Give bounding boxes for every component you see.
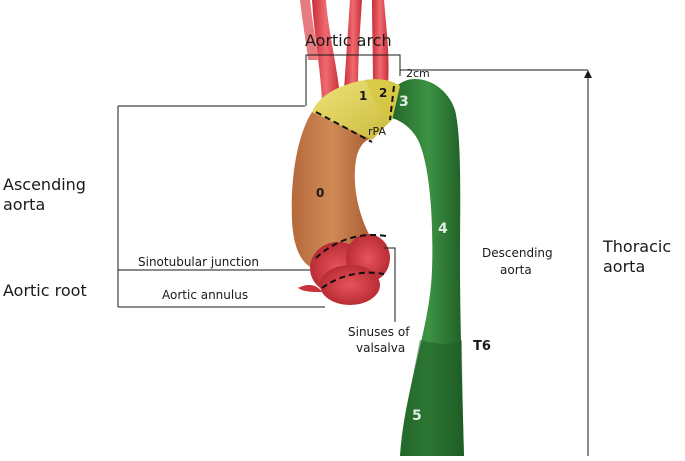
- root-dim-line: [117, 270, 325, 308]
- label-thoracic-1: Thoracic: [602, 237, 671, 256]
- arch-bracket: [305, 54, 401, 106]
- descending-aorta-lower-shade: [400, 340, 464, 456]
- boundary-annulus: [321, 271, 385, 289]
- segment-4: 4: [438, 221, 448, 237]
- ascending-aorta: [291, 112, 372, 268]
- label-annulus: Aortic annulus: [162, 288, 248, 302]
- label-ascending-2: aorta: [3, 195, 45, 214]
- label-t6: T6: [473, 339, 491, 354]
- vessel-extra: [300, 0, 318, 60]
- label-rpa: rPA: [368, 125, 386, 138]
- sinuses-pointer: [384, 247, 396, 322]
- aortic-root: [298, 234, 390, 305]
- label-sinotubular: Sinotubular junction: [138, 255, 259, 269]
- label-thoracic-2: aorta: [603, 257, 645, 276]
- vessel-carotid-left: [344, 0, 362, 90]
- label-2cm: 2cm: [406, 67, 430, 80]
- supra-aortic-vessels: [300, 0, 389, 100]
- title-aortic-arch: Aortic arch: [305, 31, 392, 50]
- segment-3: 3: [399, 94, 409, 110]
- label-aortic-root: Aortic root: [3, 281, 87, 300]
- vessel-brachiocephalic: [312, 0, 340, 100]
- label-descending-2: aorta: [500, 263, 532, 277]
- segment-2: 2: [379, 86, 387, 100]
- boundary-arch-descending: [389, 85, 395, 121]
- label-sinuses-2: valsalva: [356, 341, 405, 355]
- vessel-subclavian: [372, 0, 389, 85]
- segment-5: 5: [412, 408, 422, 424]
- segment-0: 0: [316, 186, 324, 200]
- thoracic-arrowhead: [584, 70, 592, 78]
- label-descending-1: Descending: [482, 246, 553, 260]
- ascending-dim-line: [117, 105, 310, 271]
- segment-1: 1: [359, 89, 367, 103]
- label-sinuses-1: Sinuses of: [348, 325, 410, 339]
- label-ascending-1: Ascending: [3, 175, 86, 194]
- boundary-arch-ascending: [315, 111, 373, 143]
